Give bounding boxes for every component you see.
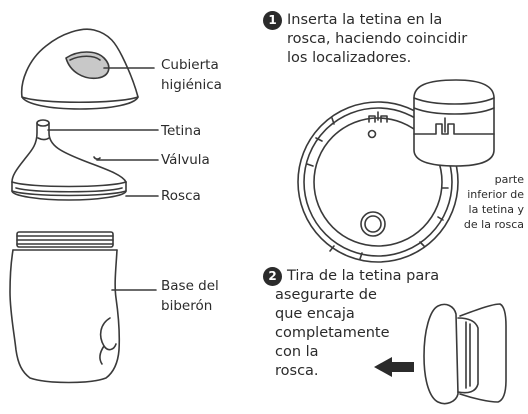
label-valve: Válvula — [161, 152, 210, 168]
label-teat: Tetina — [161, 123, 202, 139]
step-1-text: Inserta la tetina en la rosca, haciendo … — [287, 12, 468, 66]
ring-top-view-drawing — [297, 101, 459, 263]
step-2-badge: 2 — [263, 267, 282, 286]
teat-side-view-drawing — [423, 303, 507, 405]
hygienic-cover-drawing — [20, 28, 139, 110]
pull-arrow — [374, 357, 414, 377]
step-2-text: Tira de la tetina para — [287, 268, 440, 284]
step-1-badge: 1 — [263, 11, 282, 30]
label-hygienic-cover: Cubierta higiénica — [161, 57, 222, 93]
label-ring: Rosca — [161, 188, 201, 204]
locator-callout: parte inferior de la tetina y de la rosc… — [463, 173, 524, 231]
step-2-text-continued: asegurarte de que encaja completamente c… — [275, 287, 390, 379]
label-bottle-base: Base del biberón — [161, 278, 219, 314]
teat-and-ring-drawing — [11, 119, 127, 201]
locator-zoom-drawing — [413, 79, 495, 167]
bottle-base-drawing — [9, 231, 121, 384]
